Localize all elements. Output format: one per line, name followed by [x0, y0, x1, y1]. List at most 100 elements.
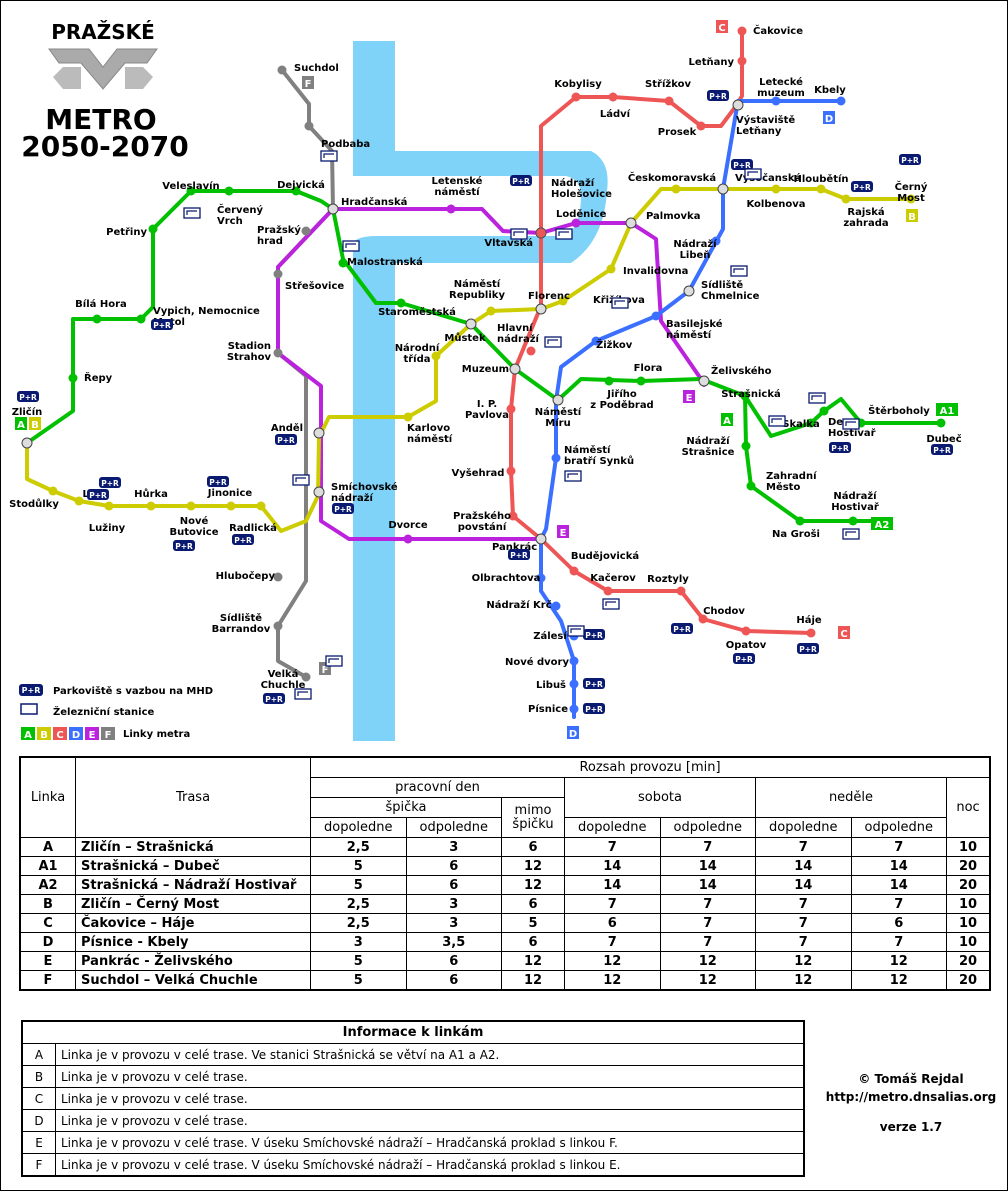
station-dot-smichovske[interactable] [313, 486, 325, 498]
station-dot-hradcanska[interactable] [327, 203, 339, 215]
pr-badge [510, 175, 532, 186]
station-dot-dvorce[interactable] [403, 534, 413, 544]
station-dot-florenc[interactable] [535, 303, 547, 315]
station-dot-ip_pavlova[interactable] [506, 404, 516, 414]
station-dot-namesti_bratri_synku[interactable] [551, 453, 561, 463]
station-dot-hlubocepy[interactable] [273, 572, 283, 582]
station-dot-letnany[interactable] [737, 56, 747, 66]
station-dot-hajе[interactable] [806, 628, 816, 638]
station-dot-kolbenova[interactable] [771, 184, 781, 194]
station-dot-malostranska[interactable] [338, 258, 348, 268]
station-dot-ladvi[interactable] [608, 92, 618, 102]
station-dot-prazsky_hrad[interactable] [301, 226, 311, 236]
station-dot-luka[interactable] [74, 496, 84, 506]
station-dot-letenske[interactable] [446, 204, 456, 214]
station-dot-nadrazi_strasnice[interactable] [741, 441, 751, 451]
station-dot-ceskomoravska[interactable] [671, 184, 681, 194]
station-dot-horka[interactable] [146, 501, 156, 511]
station-dot-karlovo[interactable] [403, 412, 413, 422]
station-dot-olbrachtova[interactable] [536, 573, 546, 583]
station-dot-veleslavin[interactable] [186, 186, 196, 196]
station-dot-radlicka[interactable] [256, 501, 266, 511]
station-dot-pisnice[interactable] [569, 704, 579, 714]
station-dot-nove_butovice[interactable] [186, 501, 196, 511]
station-dot-sidliste_barrandov[interactable] [273, 621, 283, 631]
station-dot-andel[interactable] [313, 427, 325, 439]
station-dot-strezovice[interactable] [273, 269, 283, 279]
station-label-stodulky: Stodůlky [9, 497, 59, 510]
station-dot-flora[interactable] [636, 376, 646, 386]
station-dot-vysocanska[interactable] [717, 183, 729, 195]
station-dot-libus[interactable] [569, 679, 579, 689]
station-dot-budejovicka[interactable] [569, 566, 579, 576]
station-dot-vystaviste_letnany[interactable] [732, 99, 744, 111]
station-dot-pankrac[interactable] [535, 533, 547, 545]
station-dot-narodni_trida[interactable] [431, 351, 441, 361]
station-dot-krizikova[interactable] [558, 296, 568, 306]
station-dot-depo_hostivar[interactable] [819, 406, 829, 416]
station-dot-letecke_muzeum[interactable] [771, 96, 781, 106]
station-dot-basilejske[interactable] [651, 311, 661, 321]
station-dot-strizkov[interactable] [664, 96, 674, 106]
station-dot-velka_chuchle[interactable] [301, 672, 311, 682]
station-dot-rajska_zahrada[interactable] [841, 194, 851, 204]
station-dot-roztyly[interactable] [676, 586, 686, 596]
station-dot-kobylisy[interactable] [571, 92, 581, 102]
schedule-interval: 5 [310, 951, 407, 971]
station-dot-hlavni_nadrazi[interactable] [526, 346, 536, 356]
station-dot-invalidovna[interactable] [606, 264, 616, 274]
station-dot-luziny[interactable] [104, 501, 114, 511]
station-dot-bila_hora[interactable] [92, 314, 102, 324]
station-dot-prosek[interactable] [696, 121, 706, 131]
station-dot-vysehrad[interactable] [506, 466, 516, 476]
station-dot-nadrazi_holesovice[interactable] [536, 228, 546, 238]
station-dot-lodenice[interactable] [571, 218, 581, 228]
station-dot-cerny_most[interactable] [906, 194, 916, 204]
station-dot-kbely[interactable] [836, 96, 846, 106]
station-label-zlicin: Zličín [12, 406, 43, 418]
station-dot-opatov[interactable] [741, 626, 751, 636]
station-dot-dejvicka[interactable] [291, 186, 301, 196]
station-dot-repy[interactable] [68, 373, 78, 383]
station-dot-sidliste_chmelnice[interactable] [683, 285, 695, 297]
station-dot-zizkov[interactable] [591, 336, 601, 346]
station-dot-chodov[interactable] [698, 614, 708, 624]
station-dot-mustek[interactable] [465, 318, 477, 330]
station-dot-nadrazi_liben[interactable] [711, 236, 721, 246]
station-dot-suchdol[interactable] [277, 65, 287, 75]
schedule-interval: 6 [501, 837, 565, 857]
station-label-repy: Řepy [84, 371, 113, 384]
station-dot-muzeum[interactable] [509, 363, 521, 375]
station-dot-zlicin[interactable] [21, 437, 33, 449]
station-dot-petriny[interactable] [148, 224, 158, 234]
station-dot-namesti_miru[interactable] [552, 394, 564, 406]
station-dot-dubec[interactable] [936, 418, 946, 428]
station-dot-kacerov[interactable] [603, 586, 613, 596]
station-dot-zelivskeho[interactable] [698, 375, 710, 387]
station-dot-staromestska[interactable] [396, 298, 406, 308]
station-dot-vypich[interactable] [136, 314, 146, 324]
station-dot-jiriho[interactable] [604, 376, 614, 386]
station-dot-palmovka[interactable] [625, 217, 637, 229]
station-dot-prazskeho_povstani[interactable] [508, 511, 518, 521]
terminus-tag-a2 [871, 517, 893, 530]
station-dot-stadion_strahov[interactable] [273, 348, 283, 358]
station-dot-nadrazi_krc[interactable] [551, 601, 561, 611]
station-dot-cerveny_vrch[interactable] [224, 186, 234, 196]
station-dot-zahradni_mesto[interactable] [746, 481, 756, 491]
station-dot-strasnicka[interactable] [740, 391, 750, 401]
station-label-prosek: Prosek [658, 127, 697, 138]
station-dot-jinonice[interactable] [226, 501, 236, 511]
station-dot-nove_dvory[interactable] [569, 656, 579, 666]
station-dot-skalka[interactable] [806, 418, 816, 428]
station-dot-cakovice[interactable] [737, 26, 747, 36]
station-dot-podbaba[interactable] [304, 121, 314, 131]
station-dot-stodulky[interactable] [48, 486, 58, 496]
station-dot-na_grosi[interactable] [795, 516, 805, 526]
station-dot-nadrazi_hostivar[interactable] [848, 516, 858, 526]
station-dot-hloubetin[interactable] [816, 184, 826, 194]
station-dot-namesti_republiky[interactable] [486, 306, 496, 316]
pr-badge [275, 434, 297, 445]
